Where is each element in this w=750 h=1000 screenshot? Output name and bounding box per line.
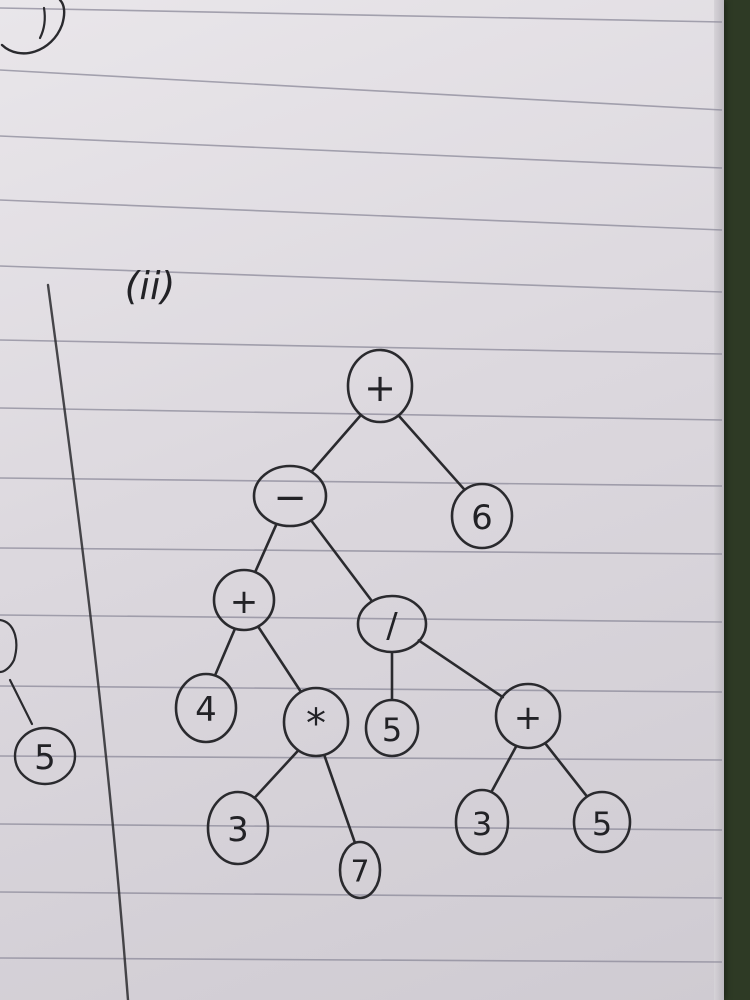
- tree-edge-root-minus: [310, 413, 363, 473]
- node-circle: [206, 790, 270, 866]
- node-label: +: [364, 366, 396, 410]
- node-circle: [356, 594, 428, 654]
- expression-tree: + − 6 + / 4 * 5 +3 7 3 5: [174, 348, 632, 900]
- tree-node-three-right: 3: [454, 788, 510, 856]
- node-label: 4: [195, 690, 217, 730]
- node-circle: [252, 464, 328, 528]
- ruled-line: [0, 339, 723, 355]
- node-label: 3: [227, 810, 249, 850]
- ruled-lines: [0, 7, 723, 963]
- ruled-line: [0, 614, 723, 623]
- tree-node-root: +: [346, 348, 414, 424]
- tree-edge-minus-divide: [310, 519, 374, 603]
- ruled-line: [0, 135, 723, 169]
- tree-node-divide: /: [356, 594, 428, 654]
- node-label: /: [386, 606, 398, 646]
- tree-node-four: 4: [174, 672, 238, 744]
- ruled-line: [0, 7, 723, 23]
- ruled-line: [0, 199, 723, 231]
- section-label: (ii): [125, 264, 176, 308]
- node-circle: [494, 682, 562, 750]
- node-label: 7: [350, 855, 369, 890]
- margin-edge: [8, 678, 34, 726]
- tree-edge-minus-plus_left: [254, 523, 278, 573]
- node-label: −: [273, 475, 307, 521]
- tree-edge-plus_left-times: [257, 625, 302, 693]
- tree-node-plus-left: +: [212, 568, 276, 632]
- ruled-line: [0, 265, 723, 293]
- tree-node-plus-right: +: [494, 682, 562, 750]
- node-circle: [338, 840, 382, 900]
- tree-node-six: 6: [450, 482, 514, 550]
- margin-partial-node: [0, 618, 18, 674]
- node-circle: [174, 672, 238, 744]
- tree-node-minus: −: [252, 464, 328, 528]
- ruled-line: [0, 755, 723, 761]
- ruled-line: [0, 547, 723, 555]
- tree-node-times: *: [282, 686, 350, 758]
- node-circle: [282, 686, 350, 758]
- node-circle: [454, 788, 510, 856]
- margin-node-5: 5: [13, 726, 77, 786]
- node-label: +: [514, 698, 543, 738]
- node-label: 6: [471, 498, 493, 538]
- node-label: +: [230, 582, 259, 622]
- notebook-page: [0, 0, 722, 1000]
- tree-edge-plus_right-three_right: [490, 745, 518, 793]
- ruled-line: [0, 823, 723, 831]
- tree-edge-plus_right-five_right: [544, 742, 589, 798]
- previous-problem-stroke: [38, 6, 46, 40]
- node-label: *: [306, 701, 326, 747]
- tree-node-seven: 7: [338, 840, 382, 900]
- ruled-line: [0, 69, 723, 111]
- ruled-line: [0, 685, 723, 693]
- ruled-line: [0, 477, 723, 487]
- node-label: 5: [592, 805, 612, 843]
- node-circle: [450, 482, 514, 550]
- tree-node-five-right: 5: [572, 790, 632, 854]
- node-circle: [364, 698, 420, 758]
- svg-text:5: 5: [34, 738, 56, 778]
- margin-line: [46, 283, 130, 1000]
- previous-problem-fragment: [0, 0, 66, 55]
- node-circle: [572, 790, 632, 854]
- page-edge: [714, 0, 724, 1000]
- ruled-line: [0, 957, 723, 963]
- node-circle: [346, 348, 414, 424]
- tree-edges: [214, 413, 589, 844]
- tree-edge-divide-plus_right: [417, 639, 505, 699]
- tree-edge-times-three_left: [253, 749, 300, 799]
- tree-node-five-mid: 5: [364, 698, 420, 758]
- node-label: 3: [472, 805, 492, 843]
- tree-edge-root-six: [397, 414, 466, 491]
- node-circle: [212, 568, 276, 632]
- tree-node-three-left: 3: [206, 790, 270, 866]
- tree-edge-plus_left-four: [214, 628, 236, 676]
- node-label: 5: [382, 711, 402, 749]
- tree-edge-times-seven: [323, 754, 356, 844]
